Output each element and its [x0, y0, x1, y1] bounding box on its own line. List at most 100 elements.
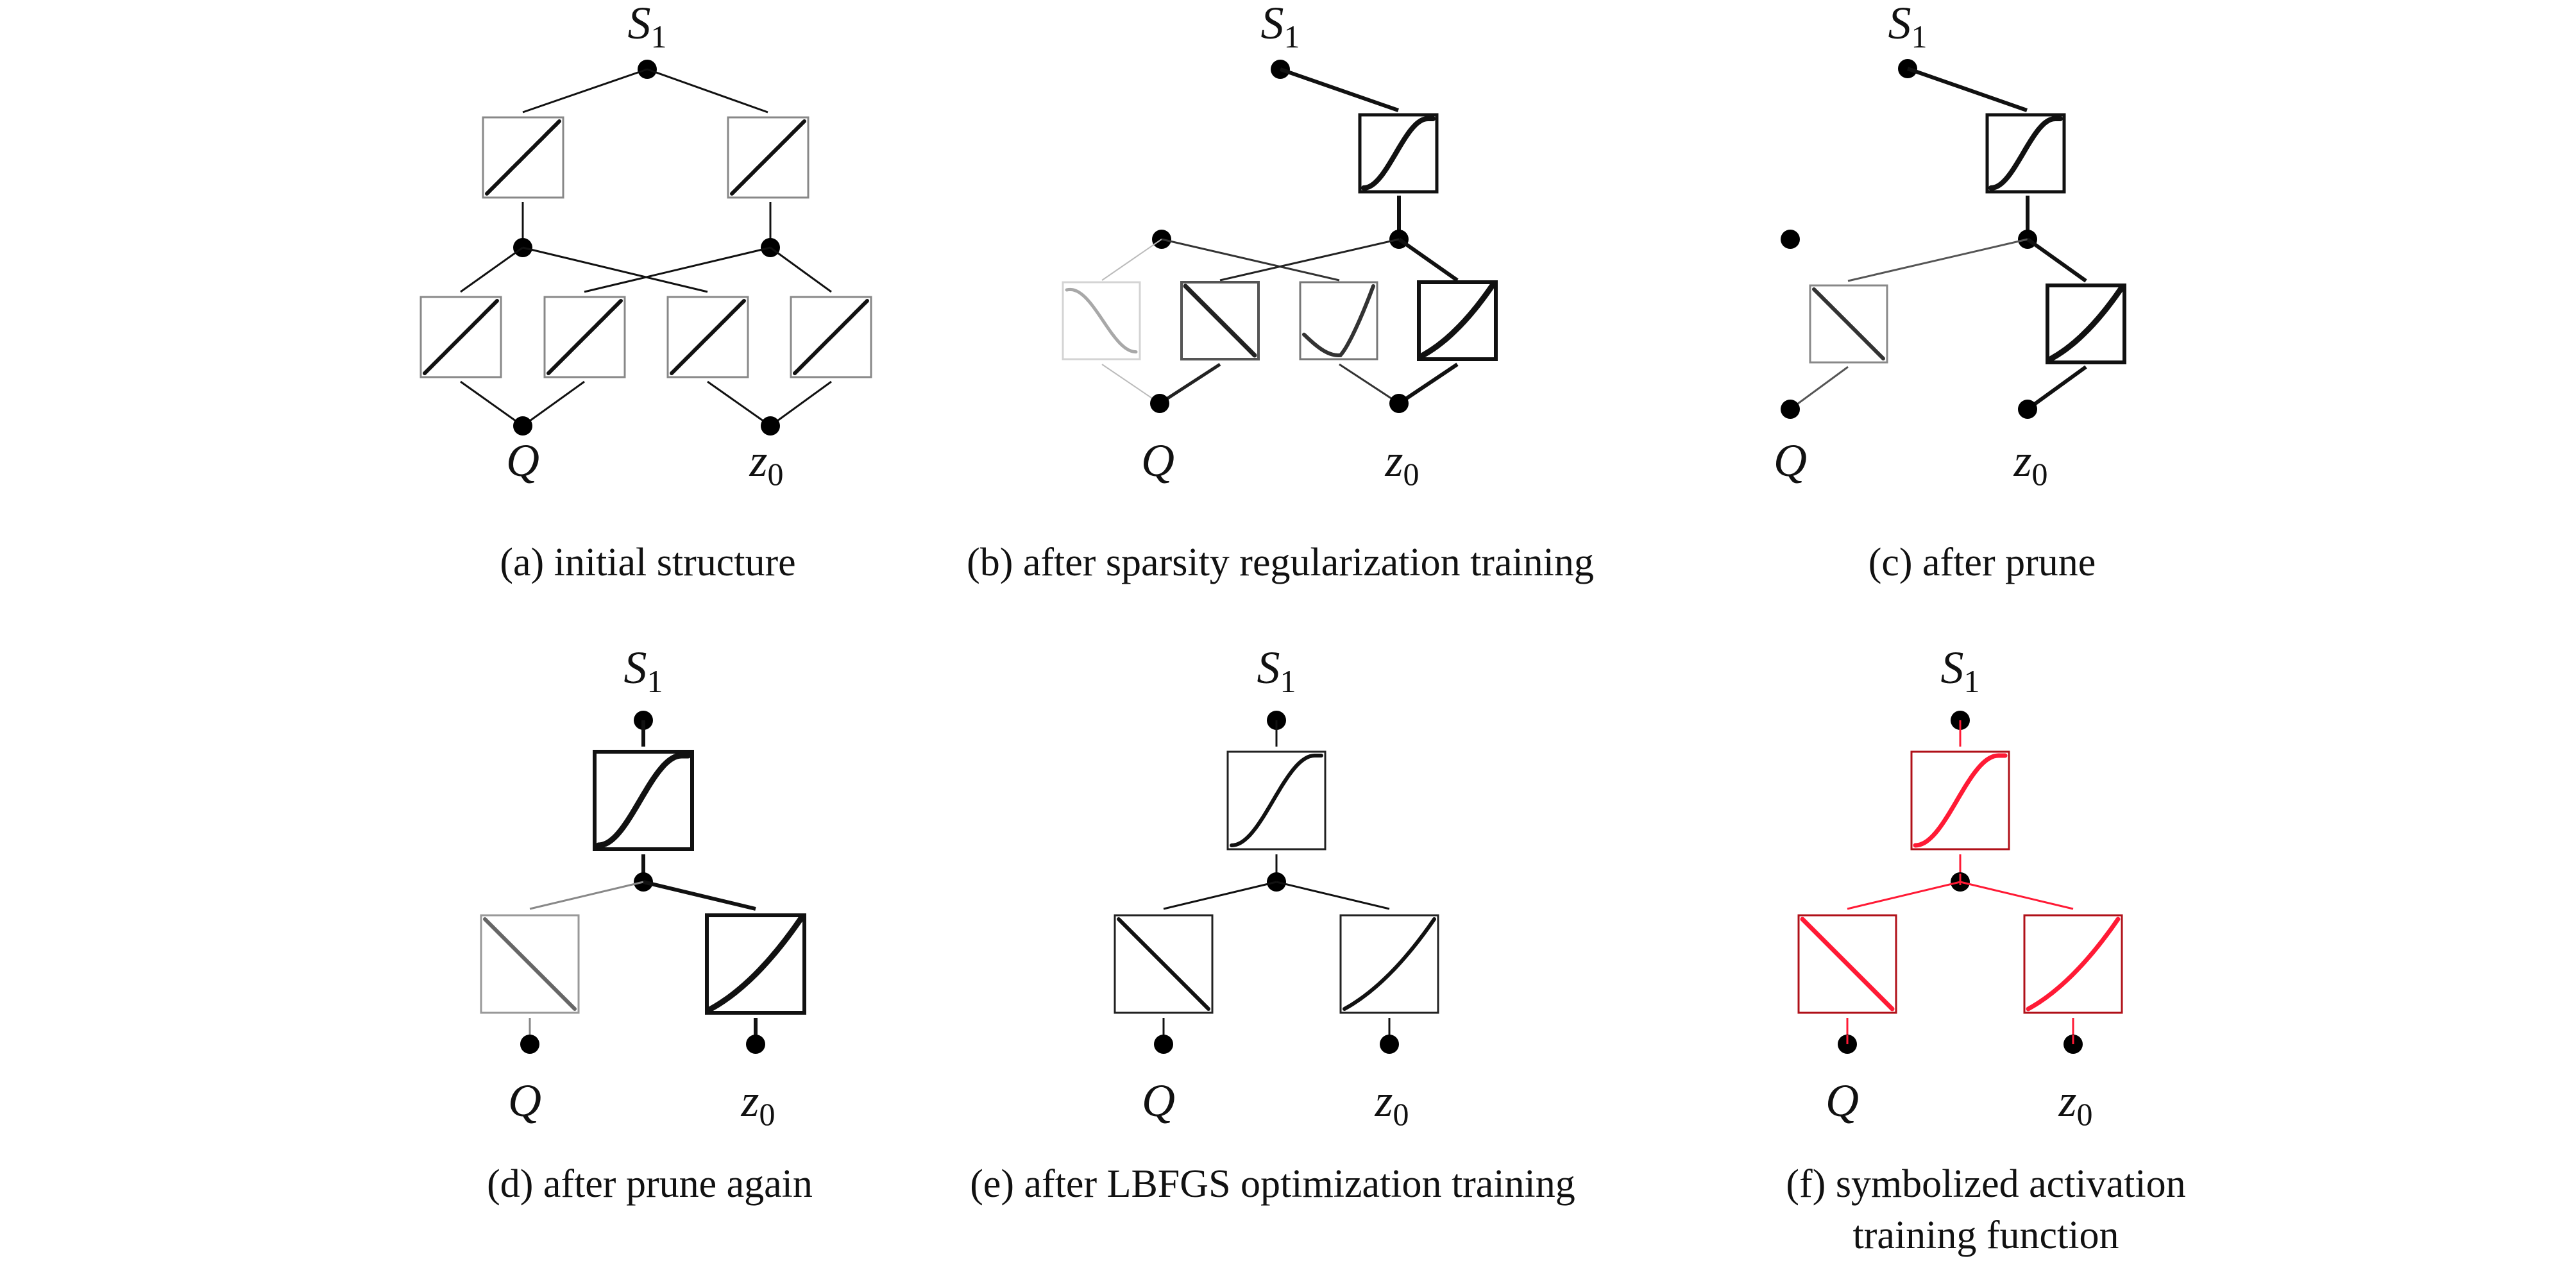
output-label-s1: S1 — [1261, 0, 1300, 55]
edge — [770, 380, 832, 427]
edge — [529, 881, 644, 910]
activation-a-hidden-3-activation-curve — [670, 299, 746, 375]
panel-f-activation-hidden-2-box — [2023, 914, 2123, 1014]
activation-b-output-activation-curve — [1361, 116, 1436, 190]
activation-a-top-left-activation-curve — [485, 119, 561, 196]
panel-f-activation-output-box — [1910, 750, 2010, 851]
edge — [707, 380, 771, 427]
panel-d-activation-hidden-1-activation-curve — [483, 917, 577, 1011]
edge — [460, 246, 523, 293]
input-node-q — [1150, 394, 1169, 413]
activation-b-hidden-4-activation-curve — [1419, 283, 1495, 359]
edge — [1847, 881, 1961, 910]
panel-f-activation-hidden-2-activation-curve — [2026, 917, 2121, 1011]
edge — [770, 246, 832, 293]
activation-c-hidden-1-activation-curve — [1812, 287, 1885, 360]
edge — [584, 246, 771, 293]
edge — [1847, 238, 2028, 282]
edge — [1907, 67, 2028, 112]
panel-e-activation-hidden-1-activation-curve — [1117, 917, 1210, 1011]
caption-b: (b) after sparsity regularization traini… — [967, 541, 1594, 584]
input-label-q: Q — [508, 1075, 541, 1126]
panel-e-activation-output-box — [1226, 750, 1326, 851]
output-label-s1: S1 — [628, 0, 667, 55]
edge — [522, 68, 648, 114]
input-label-q: Q — [1774, 435, 1807, 486]
activation-a-hidden-4-activation-curve — [793, 299, 869, 375]
edge — [1219, 238, 1400, 282]
activation-c-output-activation-curve — [1988, 116, 2063, 190]
edge — [1101, 239, 1162, 281]
edge — [1161, 238, 1340, 282]
input-node-q — [513, 416, 532, 436]
activation-a-hidden-1-activation-curve — [423, 299, 499, 375]
panel-f-activation-output-activation-curve — [1913, 753, 2008, 848]
caption-a: (a) initial structure — [500, 541, 795, 584]
panel-e-activation-output-activation-curve — [1230, 754, 1323, 847]
activation-b-hidden-3-box — [1299, 281, 1378, 360]
input-label-q: Q — [506, 435, 539, 486]
edge — [1158, 362, 1221, 405]
panel-e-activation-hidden-2-box — [1339, 914, 1439, 1014]
activation-b-hidden-1-activation-curve — [1065, 287, 1138, 354]
panel-d-activation-output-activation-curve — [595, 752, 691, 849]
input-label-q: Q — [1826, 1075, 1859, 1126]
hidden-node-pruned — [1781, 230, 1800, 249]
edge — [1163, 881, 1277, 910]
caption-d: (d) after prune again — [487, 1162, 813, 1206]
edge — [460, 380, 523, 427]
caption-f-line2: training function — [1853, 1214, 2119, 1257]
panel-f-activation-hidden-1-activation-curve — [1800, 917, 1895, 1011]
input-label-q: Q — [1142, 1075, 1175, 1126]
activation-a-top-right-activation-curve — [730, 119, 806, 196]
activation-c-hidden-2-activation-curve — [2048, 286, 2124, 362]
panel-d-activation-hidden-2-activation-curve — [708, 916, 804, 1012]
input-node-z0 — [1380, 1035, 1399, 1054]
edge — [522, 246, 708, 293]
edge — [647, 68, 768, 114]
input-node-q — [1781, 400, 1800, 419]
input-label-q: Q — [1141, 435, 1174, 486]
input-node-z0 — [2018, 400, 2037, 419]
edge — [1276, 881, 1390, 910]
panel-d-activation-hidden-2-box — [705, 913, 806, 1015]
edge — [2026, 237, 2087, 283]
input-label-z0: z0 — [1374, 1075, 1409, 1132]
input-label-z0: z0 — [749, 435, 783, 492]
input-label-z0: z0 — [2058, 1075, 2092, 1132]
output-label-s1: S1 — [1941, 642, 1980, 699]
input-node-q — [520, 1035, 539, 1054]
edge — [643, 880, 756, 911]
edge — [1280, 67, 1399, 112]
caption-c: (c) after prune — [1868, 541, 2096, 584]
activation-c-hidden-2-box — [2046, 284, 2126, 364]
edge — [1339, 363, 1400, 405]
caption-e: (e) after LBFGS optimization training — [970, 1162, 1575, 1206]
input-label-z0: z0 — [2013, 435, 2047, 492]
input-label-z0: z0 — [1384, 435, 1419, 492]
edge — [2026, 365, 2087, 411]
edge — [1101, 364, 1160, 404]
activation-a-hidden-2-activation-curve — [547, 299, 623, 375]
caption-f-line1: (f) symbolized activation — [1786, 1162, 2185, 1206]
input-node-z0 — [761, 416, 780, 436]
input-label-z0: z0 — [740, 1075, 775, 1132]
output-label-s1: S1 — [624, 642, 663, 699]
activation-b-output-box — [1358, 113, 1439, 194]
panel-e-activation-hidden-2-activation-curve — [1343, 917, 1436, 1011]
output-label-s1: S1 — [1888, 0, 1928, 55]
edge — [522, 380, 585, 427]
activation-b-hidden-3-activation-curve — [1302, 284, 1375, 358]
edge — [1398, 362, 1459, 405]
activation-b-hidden-2-activation-curve — [1183, 284, 1257, 358]
input-node-q — [1154, 1035, 1173, 1054]
edge — [1960, 881, 2074, 910]
edge — [1790, 366, 1849, 410]
